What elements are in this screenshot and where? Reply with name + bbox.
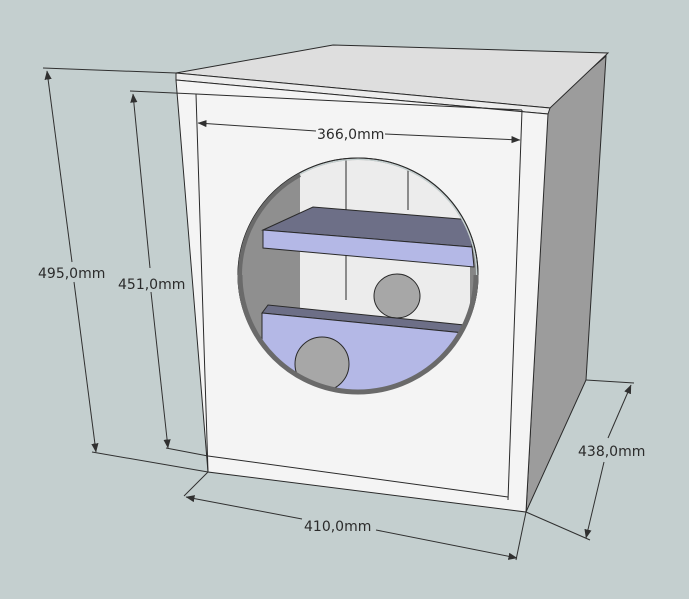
label-inner-width: 366,0mm bbox=[317, 127, 384, 143]
cutout-rim-lower bbox=[237, 274, 479, 395]
dimension-inner-width: 366,0mm bbox=[197, 119, 521, 144]
dimension-outer-width: 410,0mm bbox=[183, 471, 527, 561]
dimension-inner-height: 451,0mm bbox=[118, 90, 209, 457]
top-inner-line bbox=[195, 93, 523, 111]
label-outer-height: 495,0mm bbox=[38, 266, 105, 282]
bottom-board-line bbox=[207, 455, 509, 498]
label-outer-width: 410,0mm bbox=[304, 519, 371, 535]
label-depth: 438,0mm bbox=[578, 444, 645, 460]
right-board-line bbox=[507, 109, 523, 501]
left-board-line bbox=[195, 93, 209, 473]
interior-view bbox=[237, 157, 479, 395]
dimension-depth: 438,0mm bbox=[525, 379, 645, 541]
dimension-outer-height: 495,0mm bbox=[38, 67, 209, 473]
upper-shelf-front bbox=[262, 229, 475, 268]
label-inner-height: 451,0mm bbox=[118, 277, 185, 293]
lower-port-left bbox=[294, 336, 350, 390]
port-tube-opening bbox=[373, 273, 421, 319]
